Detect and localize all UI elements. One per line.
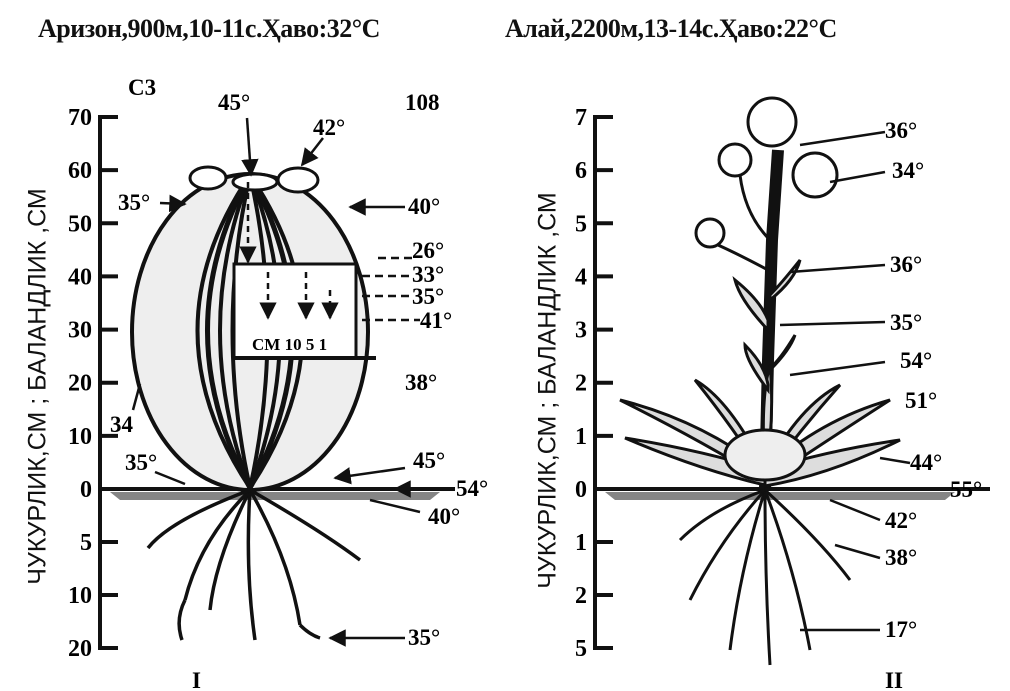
ann-1-42: 42° xyxy=(313,115,345,140)
soil-1 xyxy=(110,492,440,500)
ann-1-54: 54° xyxy=(456,476,488,501)
ann-1-40: 40° xyxy=(408,194,440,219)
tick-label: 70 xyxy=(68,105,92,131)
tick-label: 2 xyxy=(575,371,587,397)
flower-bud-left xyxy=(190,167,226,189)
tick-label: 2 xyxy=(575,583,587,609)
panel-1: 70 60 50 40 30 20 10 0 5 10 20 xyxy=(68,75,488,691)
roots-1 xyxy=(148,490,360,640)
tick-label: 40 xyxy=(68,264,92,290)
flower-bud-right xyxy=(278,168,318,192)
bud-1 xyxy=(719,144,751,176)
tag-108: 108 xyxy=(405,90,440,115)
ann-1-35-mid: 35° xyxy=(412,284,444,309)
ann-1-41: 41° xyxy=(420,308,452,333)
ann-2-35: 35° xyxy=(890,310,922,335)
roman-2: II xyxy=(885,668,903,691)
ann-1-38: 38° xyxy=(405,370,437,395)
inner-scale: СМ 10 5 1 xyxy=(252,335,327,354)
ann-1-26: 26° xyxy=(412,238,444,263)
tick-label: 5 xyxy=(80,530,92,556)
ann-2-51: 51° xyxy=(905,388,937,413)
tick-label: 3 xyxy=(575,318,587,344)
roman-1: I xyxy=(192,668,201,691)
ann-1-34: 34 xyxy=(110,412,134,437)
tick-label: 1 xyxy=(575,424,587,450)
y-ticks-1: 70 60 50 40 30 20 10 0 5 10 20 xyxy=(68,105,118,662)
ann-2-55: 55° xyxy=(950,477,982,502)
cactus-body xyxy=(132,167,376,490)
ann-1-40-low: 40° xyxy=(428,504,460,529)
roots-2 xyxy=(680,490,850,665)
tick-label: 10 xyxy=(68,583,92,609)
ann-1-45-right: 45° xyxy=(413,448,445,473)
tick-label: 0 xyxy=(575,477,587,503)
ann-1-35-root: 35° xyxy=(408,625,440,650)
ann-1-35-left: 35° xyxy=(118,190,150,215)
tick-label: 7 xyxy=(575,105,587,131)
ann-2-54: 54° xyxy=(900,348,932,373)
ann-2-42: 42° xyxy=(885,508,917,533)
ann-1-45-top: 45° xyxy=(218,90,250,115)
ann-2-38: 38° xyxy=(885,545,917,570)
tick-label: 5 xyxy=(575,636,587,662)
ann-2-36-mid: 36° xyxy=(890,252,922,277)
tick-label: 20 xyxy=(68,636,92,662)
tick-label: 6 xyxy=(575,158,587,184)
tick-label: 60 xyxy=(68,158,92,184)
flower-right xyxy=(793,153,837,197)
ann-2-34: 34° xyxy=(892,158,924,183)
tick-label: 50 xyxy=(68,211,92,237)
bud-2 xyxy=(696,219,724,247)
ann-1-35-base: 35° xyxy=(125,450,157,475)
tick-label: 4 xyxy=(575,264,587,290)
panel-2: 7 6 5 4 3 2 1 0 1 2 5 xyxy=(575,98,990,691)
tick-label: 10 xyxy=(68,424,92,450)
ann-2-36-top: 36° xyxy=(885,118,917,143)
ann-2-17: 17° xyxy=(885,617,917,642)
flower-top xyxy=(748,98,796,146)
tick-label: 1 xyxy=(575,530,587,556)
tick-label: 20 xyxy=(68,371,92,397)
ann-2-44: 44° xyxy=(910,450,942,475)
tag-c3: С3 xyxy=(128,75,156,100)
tick-label: 0 xyxy=(80,477,92,503)
rosette-leaves xyxy=(620,365,900,486)
tick-label: 5 xyxy=(575,211,587,237)
tick-label: 30 xyxy=(68,318,92,344)
soil-2 xyxy=(605,492,955,500)
annotation-arrows-2 xyxy=(780,132,970,630)
